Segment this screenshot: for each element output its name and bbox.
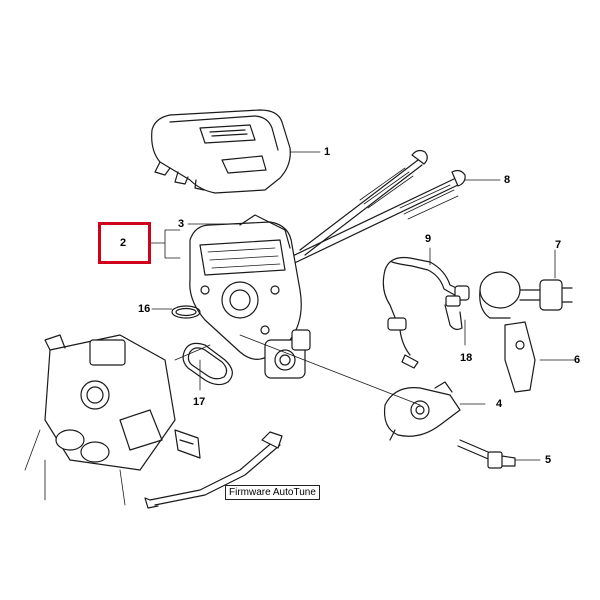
callout-7: 7	[555, 239, 562, 251]
callout-9: 9	[425, 233, 432, 245]
callout-18: 18	[460, 352, 473, 364]
callout-1: 1	[324, 146, 331, 158]
highlight-box	[98, 222, 151, 264]
part-16-o-ring	[171, 305, 201, 319]
wire-harness	[144, 431, 283, 509]
callout-5: 5	[545, 454, 552, 466]
part-4-ignition-module	[383, 381, 461, 441]
part-5-bolt	[457, 439, 516, 469]
part-6-bracket	[504, 321, 536, 393]
callout-6: 6	[574, 354, 581, 366]
part-7-valve	[479, 271, 573, 319]
callout-3: 3	[178, 218, 185, 230]
part-8-bolts	[279, 149, 466, 269]
pump-assembly	[264, 329, 311, 379]
callout-16: 16	[138, 303, 151, 315]
part-1-top-cover	[151, 109, 291, 194]
firmware-autotune-label: Firmware AutoTune	[225, 485, 320, 500]
callout-8: 8	[504, 174, 511, 186]
carburetor-assembly	[24, 334, 176, 506]
connector-plug	[174, 429, 201, 459]
callout-4: 4	[496, 398, 503, 410]
part-17-gasket	[182, 342, 233, 386]
part-18-fitting	[444, 295, 463, 331]
leader-lines	[149, 151, 576, 461]
part-9-hose	[382, 256, 470, 369]
part-2-housing	[189, 214, 302, 360]
callout-17: 17	[193, 396, 206, 408]
callout-2: 2	[120, 237, 127, 249]
